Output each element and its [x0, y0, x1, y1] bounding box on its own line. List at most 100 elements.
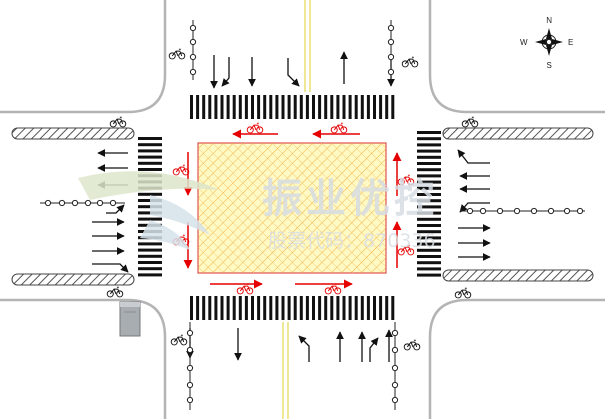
detector-loop	[189, 38, 197, 46]
crosswalk-stripe	[417, 155, 441, 159]
crosswalk-stripe	[417, 273, 441, 277]
crosswalk-stripe	[257, 296, 261, 320]
watermark-code-label: 股票代码：870336	[268, 230, 436, 252]
bicycle-icon	[106, 286, 124, 298]
crosswalk-stripe	[324, 296, 328, 320]
compass-west: W	[520, 38, 528, 47]
crosswalk-stripe	[391, 296, 395, 320]
crosswalk-stripe	[330, 95, 334, 119]
crosswalk-stripe	[138, 155, 162, 159]
detector-loop	[44, 199, 52, 207]
crosswalk-stripe	[417, 143, 441, 147]
watermark: 振业优控 股票代码：870336	[78, 171, 436, 252]
detector-loop	[186, 364, 194, 372]
crosswalk-east	[417, 131, 441, 277]
detector-loop	[513, 207, 521, 215]
crosswalk-stripe	[226, 95, 230, 119]
detector-loop	[186, 346, 194, 354]
detector-loop	[58, 199, 66, 207]
crosswalk-stripe	[417, 131, 441, 134]
crosswalk-stripe	[318, 95, 322, 119]
center-line-south	[282, 322, 289, 419]
arrow-south-right-turn	[369, 337, 379, 362]
crosswalk-stripe	[417, 230, 441, 234]
crosswalk-stripe	[330, 296, 334, 320]
crosswalk-stripe	[348, 95, 352, 119]
crosswalk-stripe	[263, 95, 267, 119]
crosswalk-stripe	[269, 296, 273, 320]
crosswalk-stripe	[138, 273, 162, 277]
medians	[11, 127, 594, 286]
detector-loop	[391, 381, 399, 389]
crosswalk-stripe	[417, 193, 441, 196]
crosswalk-stripe	[360, 95, 364, 119]
crosswalk-stripe	[417, 180, 441, 184]
detector-loop	[387, 38, 395, 46]
crosswalk-stripe	[354, 95, 358, 119]
crosswalk-stripe	[293, 95, 297, 119]
detector-loop	[466, 207, 474, 215]
arrow-west-right-turn	[92, 263, 129, 273]
detector-loop	[186, 381, 194, 389]
compass-east: E	[568, 38, 573, 47]
crosswalk-stripe	[417, 255, 441, 258]
crosswalk-stripe	[138, 261, 162, 264]
crosswalk-stripe	[324, 95, 328, 119]
detector-loop	[387, 24, 395, 32]
crosswalk-stripe	[196, 296, 200, 320]
detector-loop	[563, 207, 571, 215]
bicycle-icon	[461, 116, 479, 128]
bicycle-icon	[397, 244, 415, 256]
detector-loop	[186, 329, 194, 337]
watermark-code-prefix: 股票代码：	[268, 230, 363, 252]
crosswalk-stripe	[208, 296, 212, 320]
crosswalk-stripe	[220, 296, 224, 320]
crosswalk-stripe	[196, 95, 200, 119]
crosswalk-stripe	[366, 95, 370, 119]
crosswalk-stripe	[281, 296, 285, 320]
bicycle-icon	[246, 122, 264, 134]
crosswalk-stripe	[214, 296, 218, 320]
center-line-north	[304, 0, 311, 92]
crosswalk-stripe	[312, 95, 315, 119]
crosswalk-stripe	[138, 254, 162, 258]
compass: N S E W	[520, 16, 573, 70]
crosswalk-stripe	[281, 95, 285, 119]
watermark-code: 870336	[363, 230, 436, 252]
crosswalk-stripe	[417, 236, 441, 240]
bicycle-icon	[172, 164, 190, 176]
crosswalk-stripe	[417, 162, 441, 165]
bicycle-icon	[403, 339, 421, 351]
detector-loop	[189, 68, 197, 76]
crosswalk-stripe	[417, 149, 441, 153]
crosswalk-stripe	[138, 137, 162, 140]
crosswalk-stripe	[417, 224, 441, 227]
bicycle-icon	[168, 48, 186, 60]
crosswalk-stripe	[190, 95, 193, 119]
bicycle-icon	[109, 116, 127, 128]
crosswalk-stripe	[417, 261, 441, 265]
crosswalk-stripe	[417, 248, 441, 252]
crosswalk-stripe	[305, 95, 309, 119]
crosswalk-stripe	[312, 296, 315, 320]
crosswalk-stripe	[417, 242, 441, 246]
median-west-bottom	[11, 273, 135, 286]
signal-cabinet	[119, 301, 141, 337]
crosswalk-south	[190, 296, 395, 320]
crosswalk-stripe	[293, 296, 297, 320]
road-edge-se	[428, 298, 605, 419]
detector-loop	[479, 207, 487, 215]
crosswalk-stripe	[366, 296, 370, 320]
crosswalk-stripe	[251, 95, 254, 119]
crosswalk-stripe	[379, 95, 383, 119]
crosswalk-stripe	[190, 296, 193, 320]
crosswalk-stripe	[138, 149, 162, 153]
crosswalk-stripe	[138, 217, 162, 221]
bicycle-icon	[401, 56, 419, 68]
detector-loop	[576, 207, 584, 215]
compass-south: S	[547, 61, 552, 70]
crosswalk-stripe	[214, 95, 218, 119]
road-edge-nw	[0, 0, 167, 114]
